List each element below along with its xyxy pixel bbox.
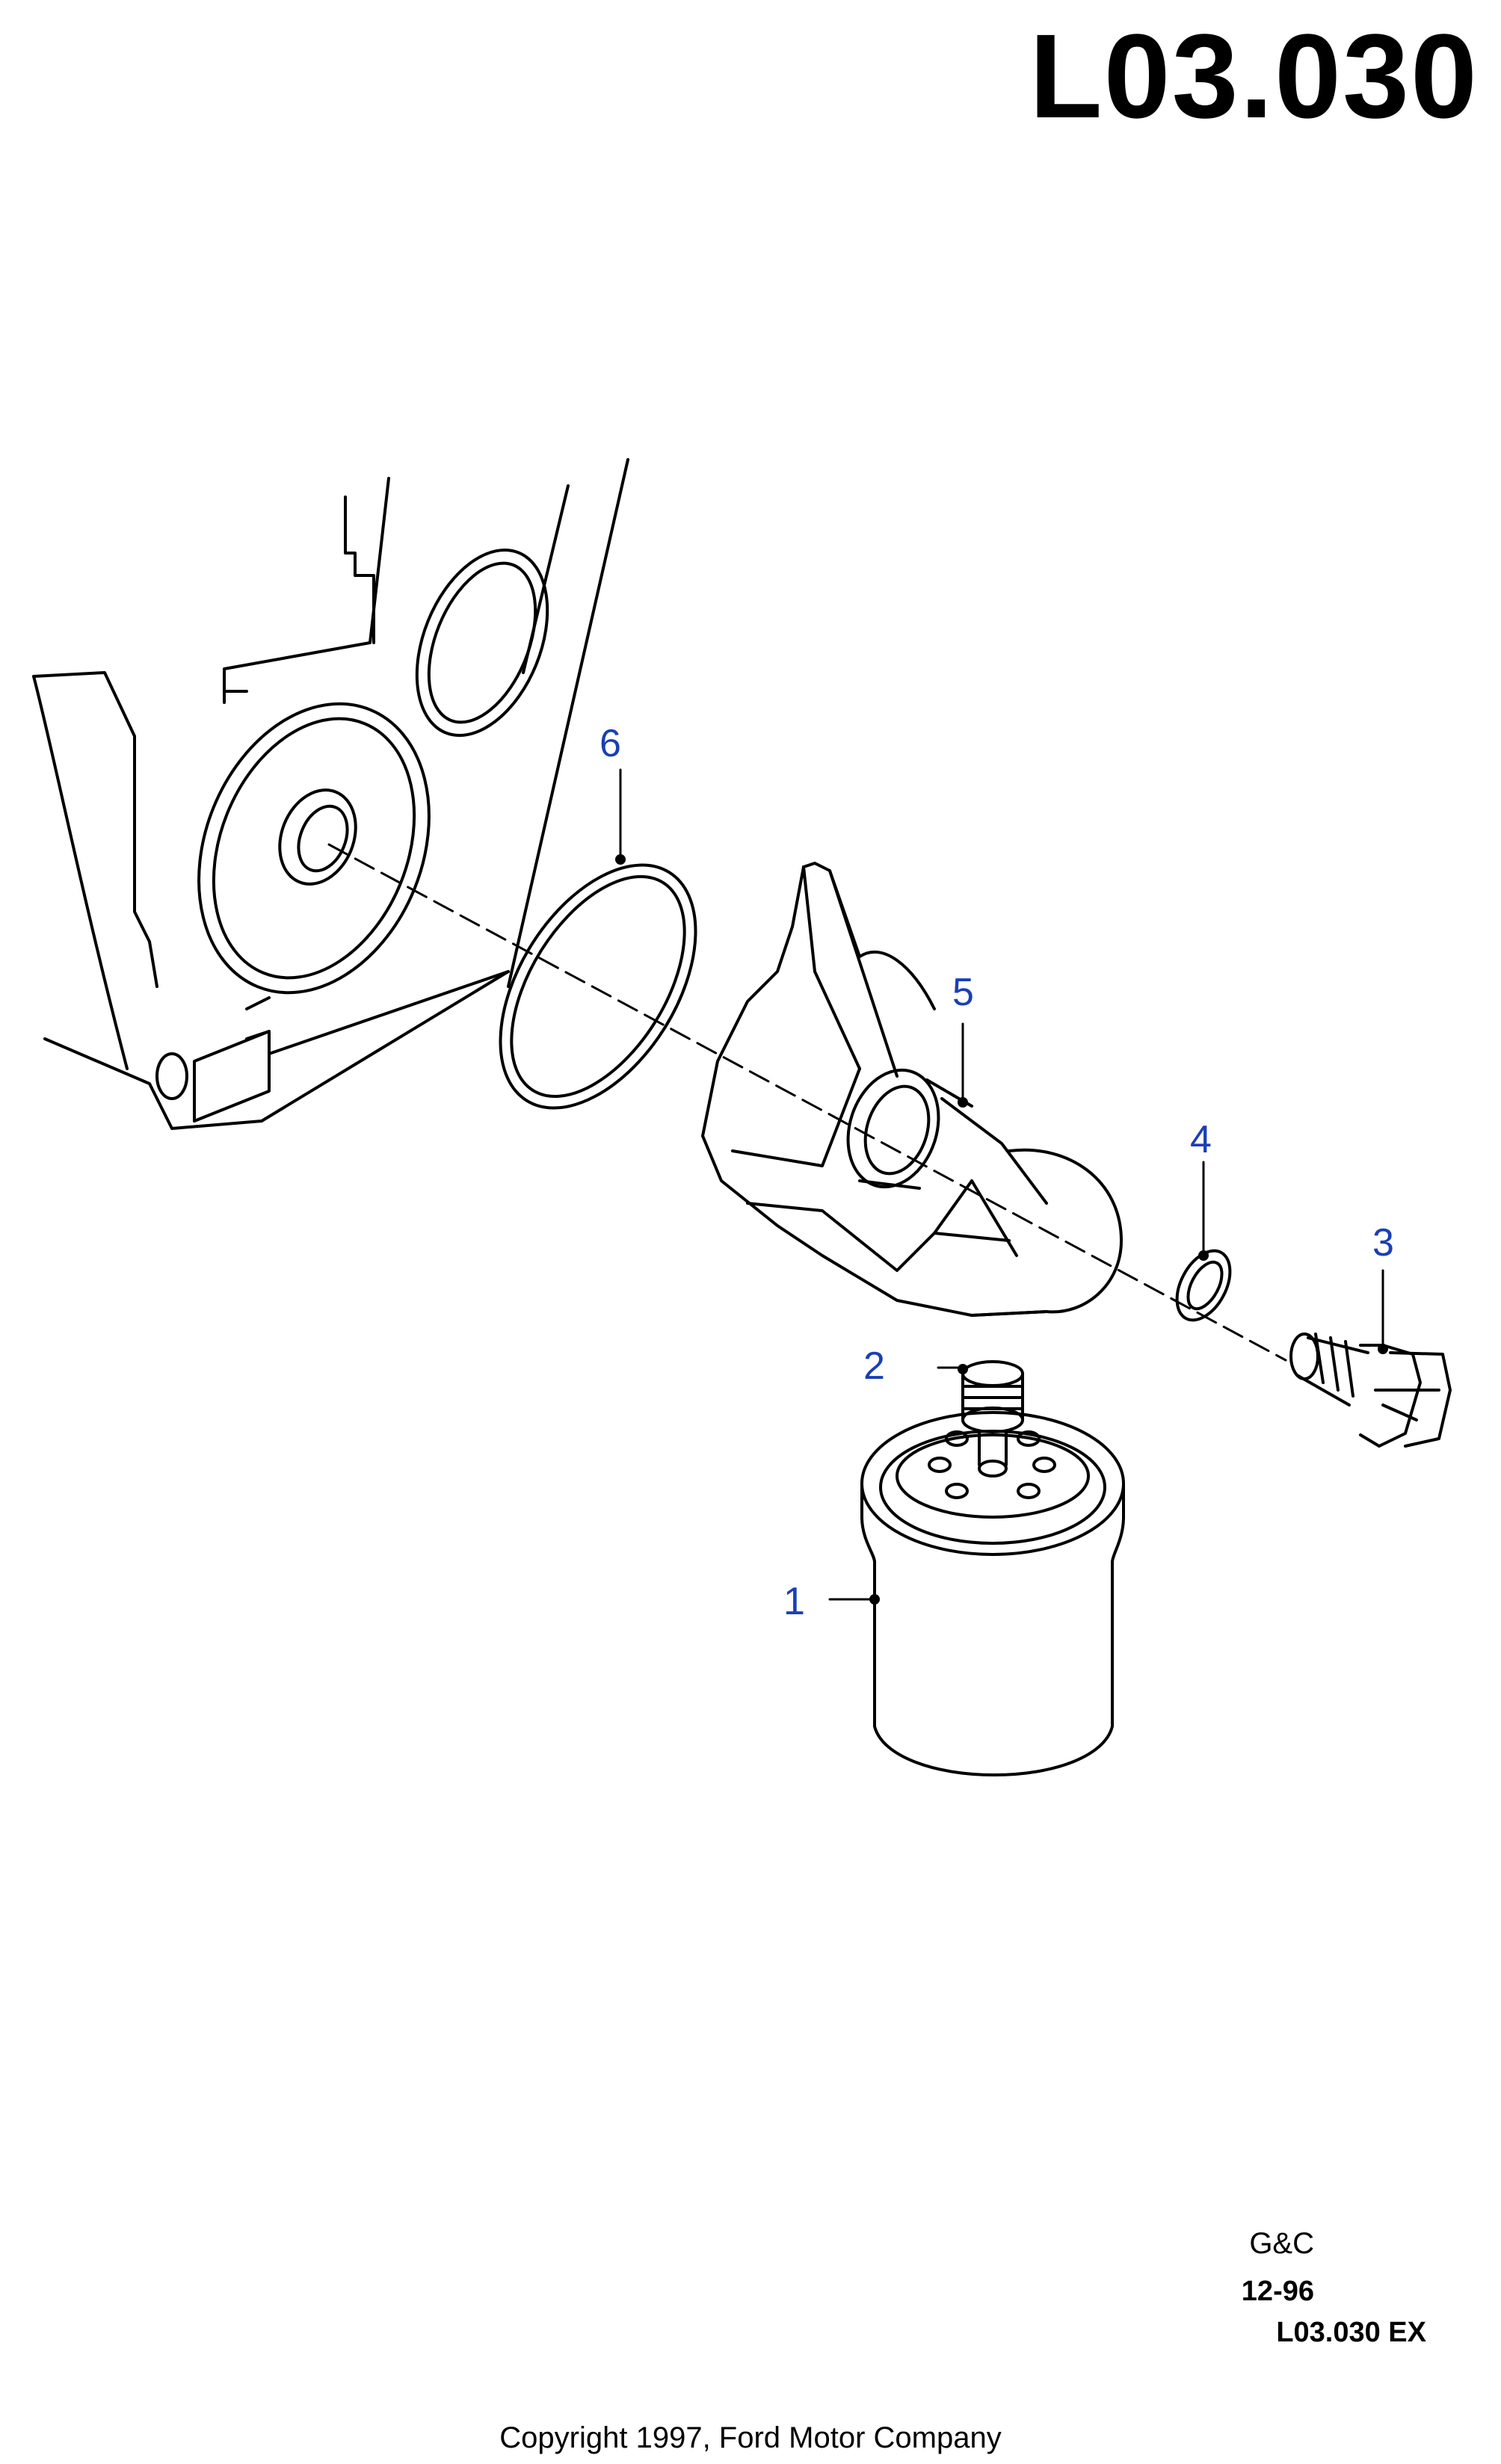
- callout-6: 6: [600, 722, 621, 765]
- callout-leaders: [619, 768, 1384, 1601]
- page-title: L03.030: [1029, 9, 1479, 143]
- engine-block: [32, 458, 629, 1130]
- stamp-date: 12-96: [1241, 2276, 1314, 2307]
- assembly-centerline: [327, 843, 1287, 1362]
- callout-5: 5: [952, 971, 974, 1014]
- callout-labels: 6 5 4 3 2 1: [600, 722, 1394, 1623]
- stamp-maker: G&C: [1249, 2227, 1314, 2260]
- stamp-code: L03.030 EX: [1276, 2317, 1426, 2348]
- part-3-bolt: [1289, 1333, 1452, 1448]
- part-1-oil-filter: [860, 1411, 1125, 1776]
- callout-3: 3: [1372, 1221, 1394, 1265]
- callout-4: 4: [1190, 1118, 1212, 1161]
- part-4-washer: [1175, 1249, 1232, 1322]
- part-5-filter-adapter: [701, 862, 1123, 1317]
- part-6-seal-ring: [499, 863, 697, 1110]
- callout-2: 2: [863, 1344, 885, 1388]
- copyright-notice: Copyright 1997, Ford Motor Company: [499, 2421, 1002, 2454]
- callout-1: 1: [783, 1580, 805, 1623]
- callout-dots: [615, 854, 1388, 1605]
